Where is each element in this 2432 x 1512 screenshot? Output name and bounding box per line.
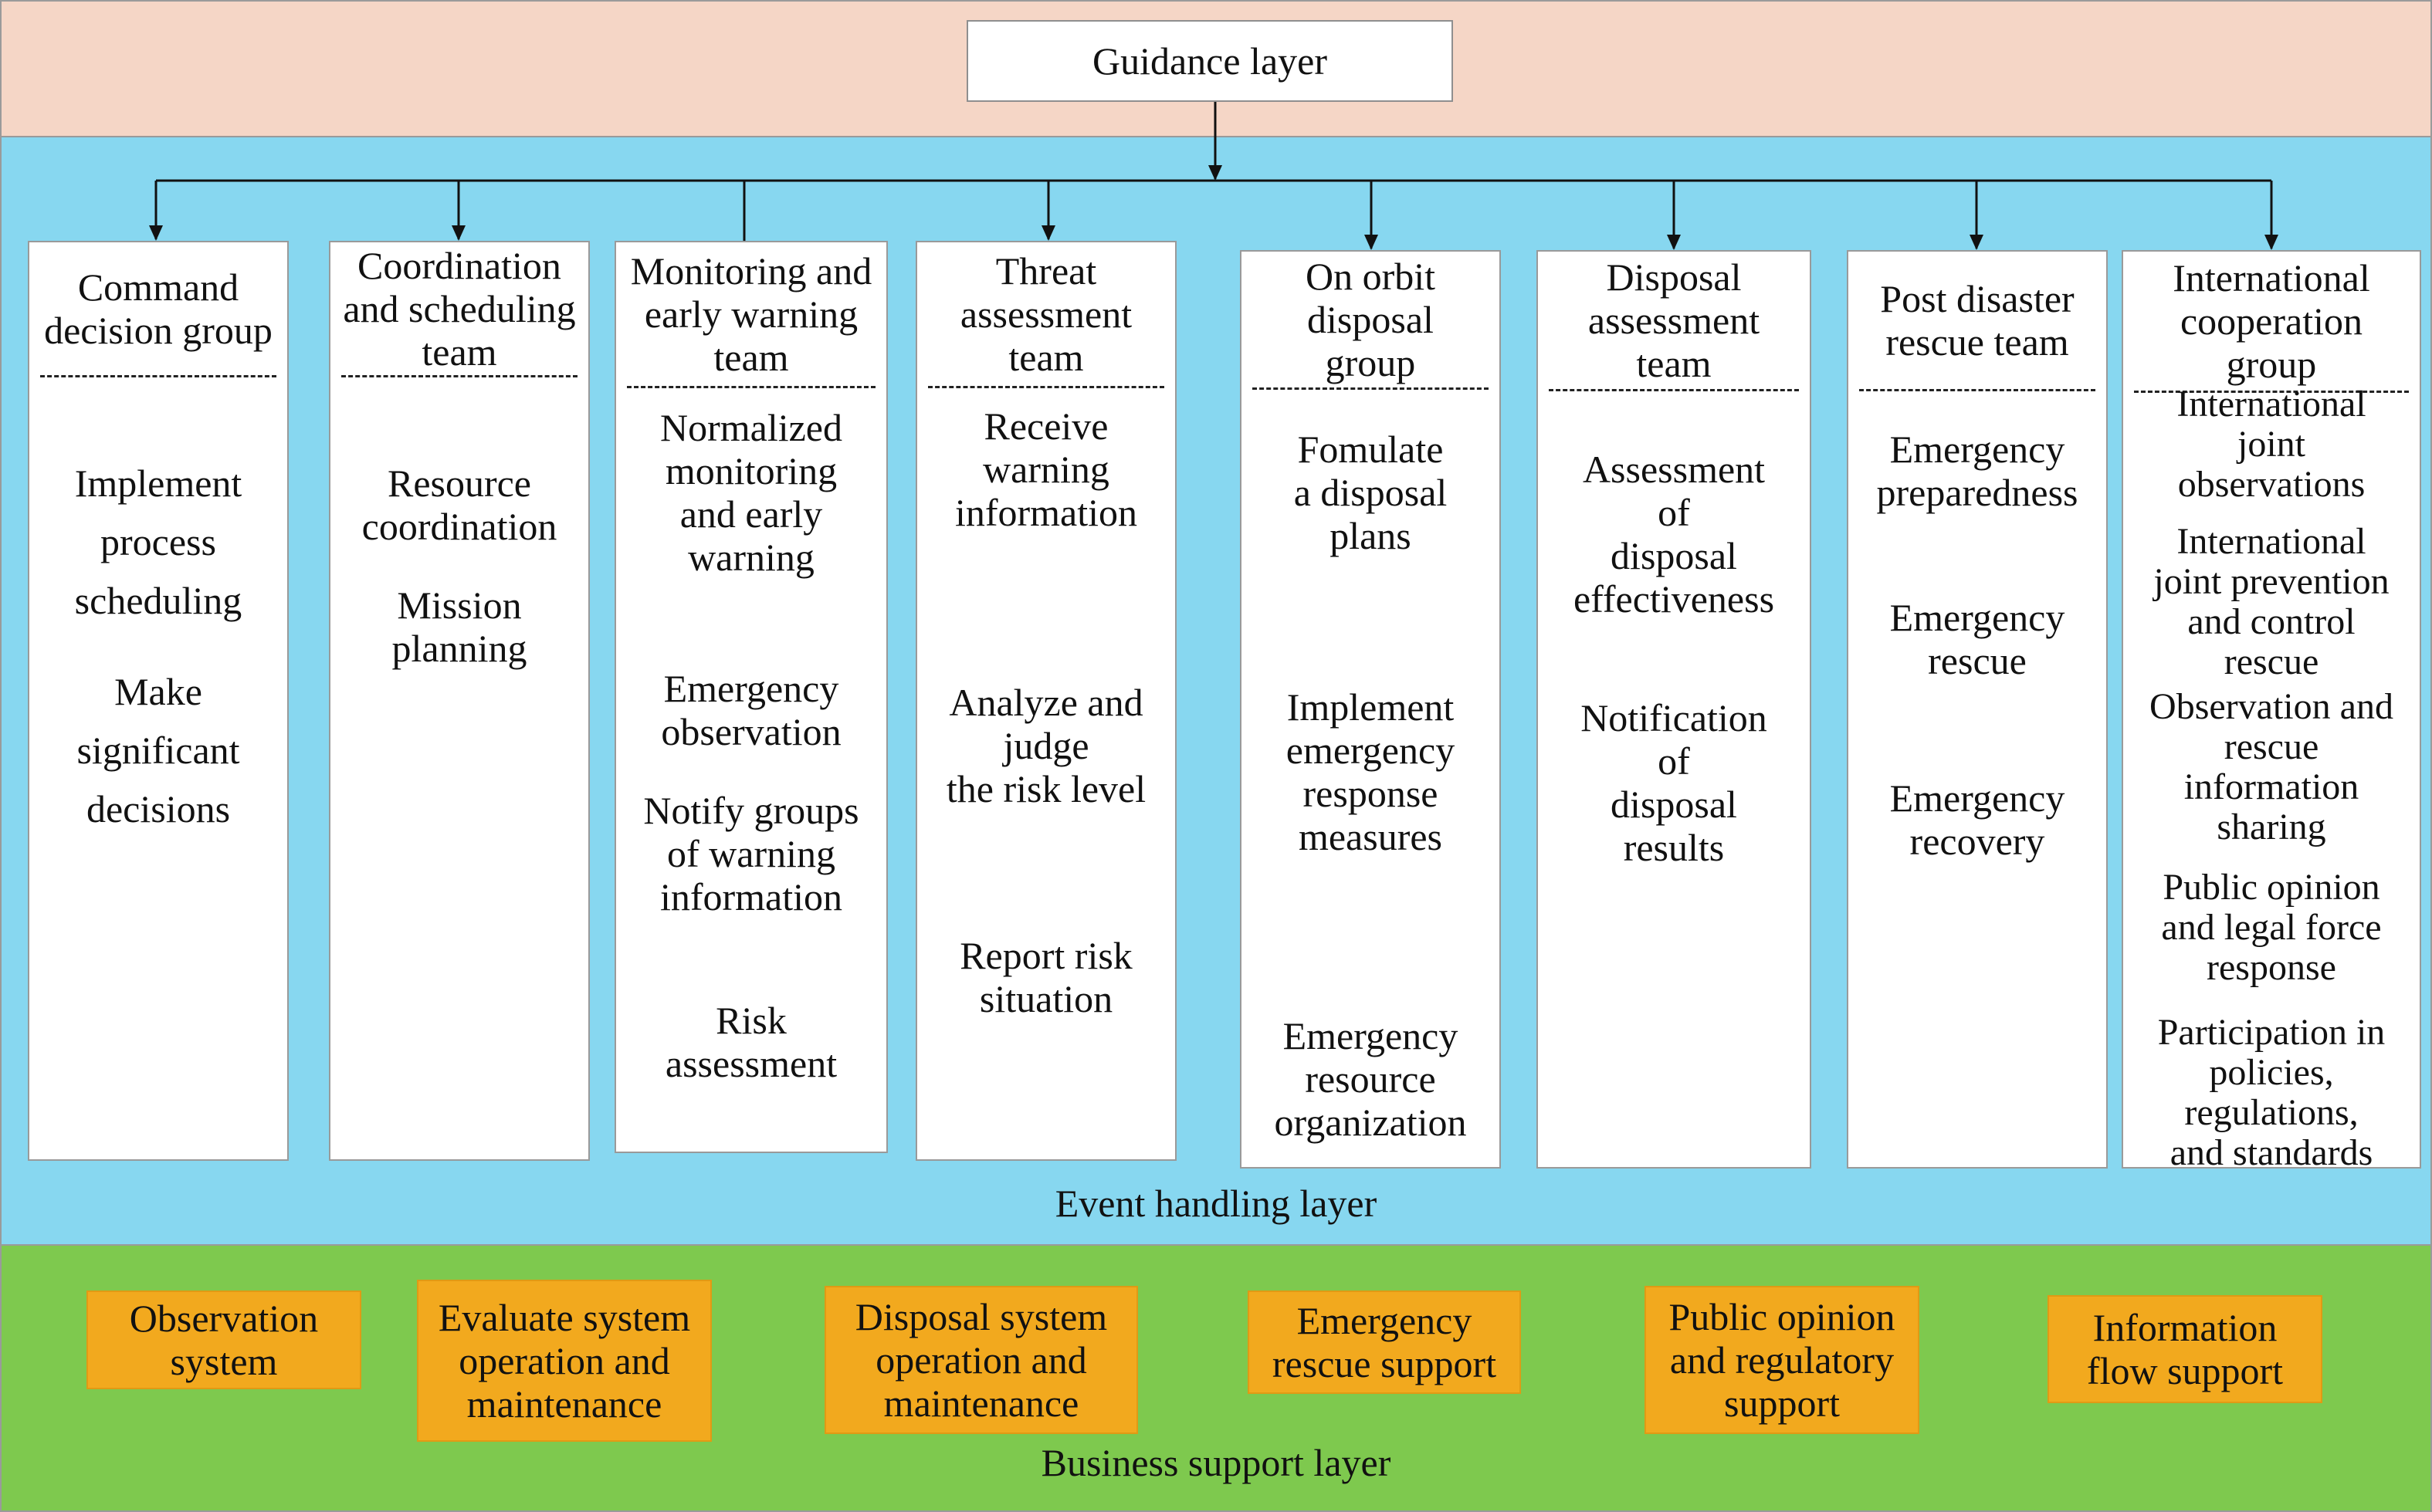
group-divider <box>40 375 276 377</box>
arrowhead <box>452 225 466 241</box>
arrowhead <box>149 225 163 241</box>
group-divider <box>341 375 578 377</box>
group-divider <box>2134 391 2409 393</box>
group-divider <box>1859 389 2095 391</box>
guidance-layer-box: Guidance layer <box>967 20 1453 102</box>
arrowhead <box>1667 235 1681 250</box>
guidance-layer-label: Guidance layer <box>1092 39 1327 83</box>
arrowhead <box>1042 225 1055 241</box>
business-support-layer-label: Business support layer <box>1041 1441 1391 1484</box>
business-support-layer-band <box>0 1244 2432 1512</box>
arrowhead <box>1364 235 1378 250</box>
arrowhead <box>1208 165 1222 181</box>
group-divider <box>928 386 1164 388</box>
group-divider <box>1549 389 1799 391</box>
connector-lines <box>149 102 2278 250</box>
group-divider <box>1252 387 1489 390</box>
event-handling-layer-label: Event handling layer <box>1055 1182 1377 1225</box>
arrowhead <box>1970 235 1983 250</box>
group-divider <box>627 386 876 388</box>
arrowhead <box>2264 235 2278 250</box>
